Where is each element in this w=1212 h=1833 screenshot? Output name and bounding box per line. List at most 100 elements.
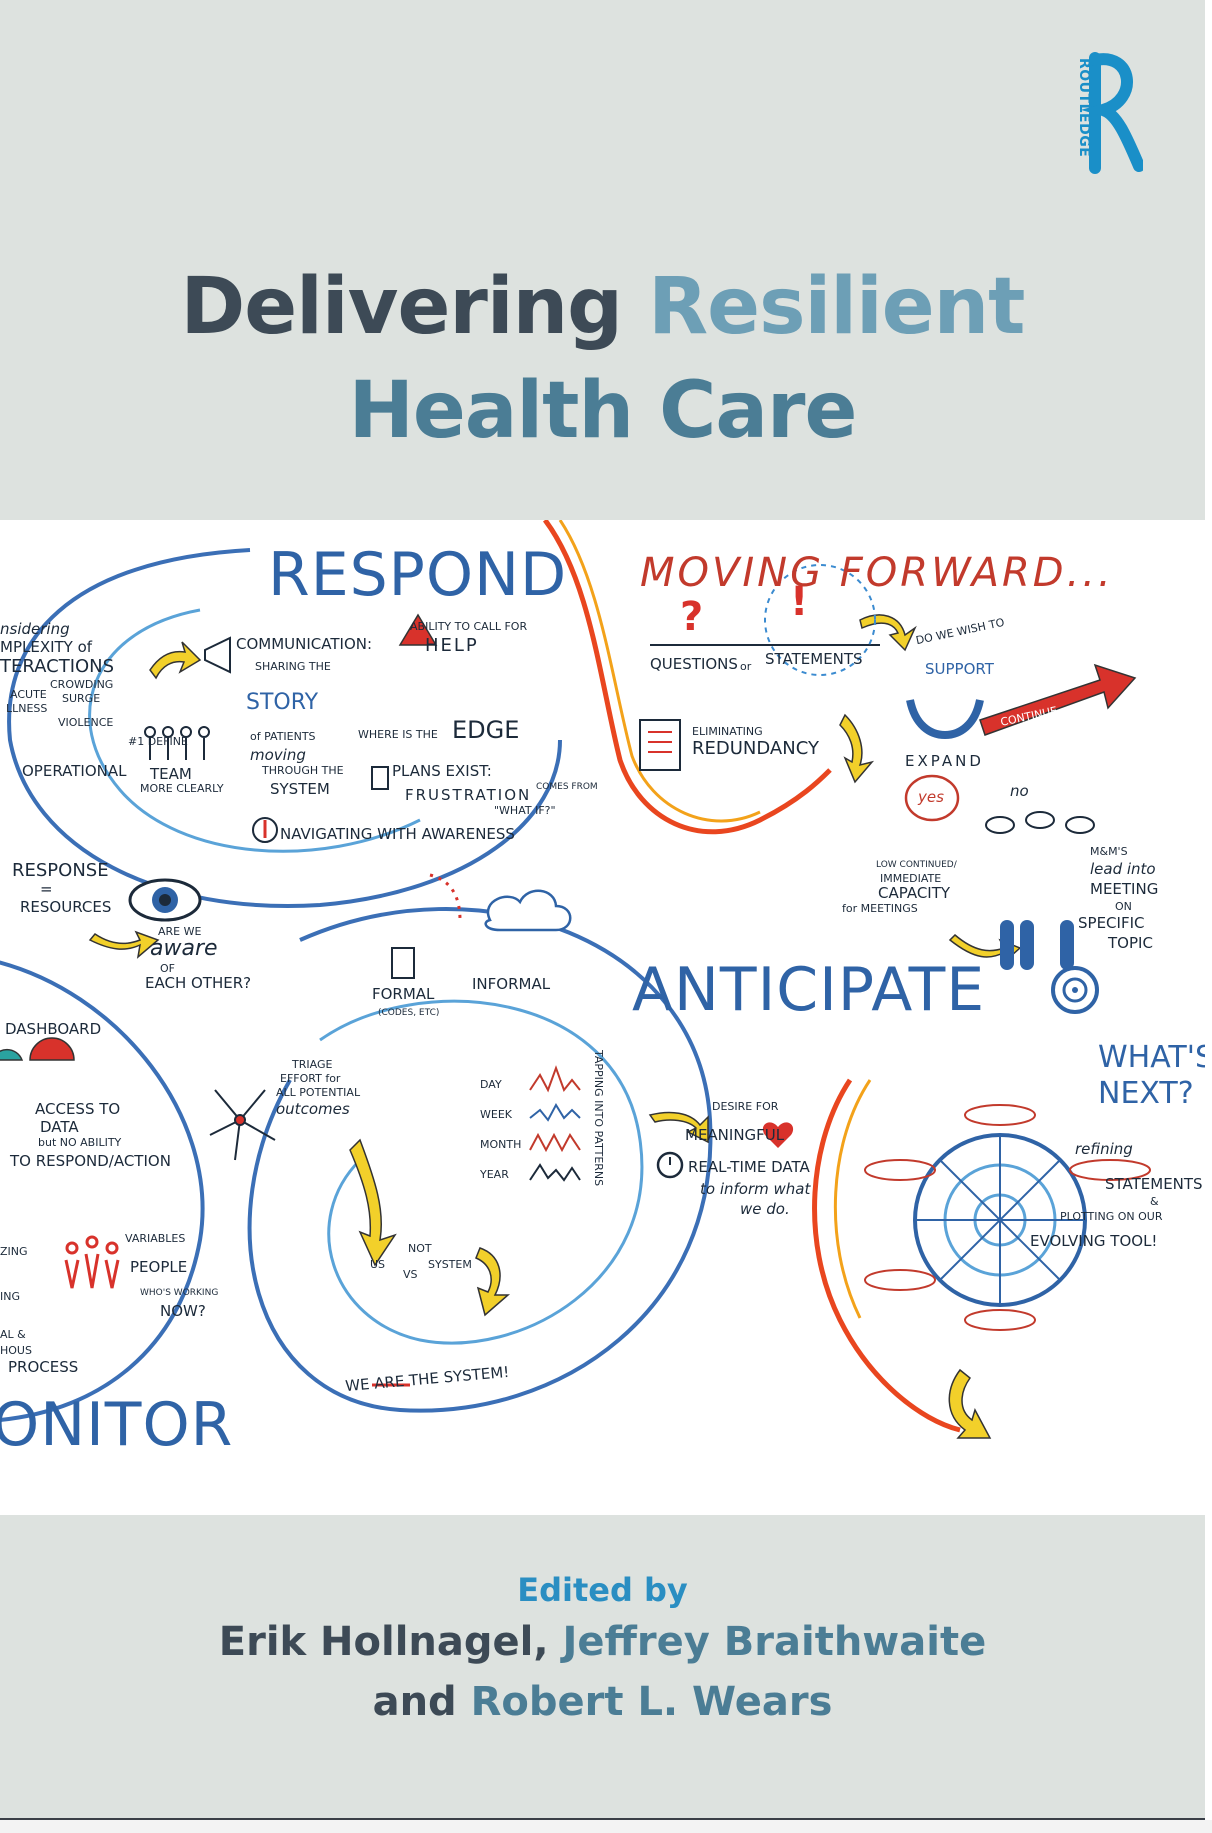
note-to-inform: to inform what xyxy=(700,1180,811,1198)
continue-arrow-icon xyxy=(979,663,1137,736)
bullseye-icon xyxy=(1051,966,1099,1014)
note-capacity: CAPACITY xyxy=(878,884,951,902)
note-no: no xyxy=(1010,782,1029,800)
note-meaningful: MEANINGFUL xyxy=(685,1126,785,1144)
scan-margin-right xyxy=(1205,0,1212,1833)
sparkline-year xyxy=(529,1163,581,1182)
note-month: MONTH xyxy=(480,1138,522,1151)
note-comes-from: COMES FROM xyxy=(536,782,598,792)
team-people-icon xyxy=(144,726,210,760)
note-whos-working: WHO'S WORKING xyxy=(140,1288,219,1298)
note-sharing: SHARING THE xyxy=(255,660,331,673)
yellow-arrow-icon xyxy=(475,1247,511,1317)
note-evolving: EVOLVING TOOL! xyxy=(1030,1232,1158,1250)
yellow-arrow-icon xyxy=(948,1368,992,1439)
variables-people-icon xyxy=(64,1235,120,1289)
support-hands-icon xyxy=(906,699,984,740)
exclamation-mark-icon: ! xyxy=(790,579,808,625)
note-redundancy: REDUNDANCY xyxy=(692,738,819,759)
meeting-people-icon xyxy=(1000,920,1074,970)
note-define: #1 DEFINE xyxy=(128,735,188,748)
note-hous: HOUS xyxy=(0,1344,32,1357)
editor-line-2: and Robert L. Wears xyxy=(0,1672,1205,1732)
note-immediate: IMMEDIATE xyxy=(880,872,942,885)
triage-arrows-icon xyxy=(209,1089,276,1161)
note-expand: EXPAND xyxy=(905,752,984,770)
note-variables: VARIABLES xyxy=(125,1232,186,1245)
note-to-respond: TO RESPOND/ACTION xyxy=(10,1152,171,1170)
note-resources: RESOURCES xyxy=(20,898,112,916)
note-triage: TRIAGE xyxy=(292,1058,333,1071)
note-topic: TOPIC xyxy=(1108,934,1153,952)
note-zing: ZING xyxy=(0,1245,28,1258)
publisher-name: ROUTLEDGE xyxy=(1076,58,1092,158)
monitor-circle xyxy=(0,960,205,1422)
sketchnote-illustration: ? ! xyxy=(0,520,1205,1515)
compass-icon xyxy=(252,817,278,843)
note-statements-2: STATEMENTS xyxy=(1105,1175,1203,1193)
clock-icon xyxy=(656,1151,684,1179)
note-effort-for: EFFORT for xyxy=(280,1072,341,1085)
note-surge: SURGE xyxy=(62,692,101,705)
note-interactions: TERACTIONS xyxy=(0,656,115,677)
note-help: HELP xyxy=(425,635,479,656)
respond-circle xyxy=(7,548,562,908)
system-inner-circle xyxy=(319,999,644,1345)
editor-name-2: Jeffrey Braithwaite xyxy=(562,1619,987,1665)
heading-whats-next: WHAT'S NEXT? xyxy=(1098,1040,1205,1111)
editors-block: Edited by Erik Hollnagel, Jeffrey Braith… xyxy=(0,1568,1205,1732)
megaphone-icon xyxy=(204,636,231,674)
note-support: SUPPORT xyxy=(925,660,994,678)
anticipate-flow-line xyxy=(812,1078,961,1433)
note-outcomes: outcomes xyxy=(276,1100,350,1118)
note-eliminating: ELIMINATING xyxy=(692,725,763,738)
note-process: PROCESS xyxy=(8,1358,79,1376)
sparkline-month xyxy=(529,1132,581,1153)
note-people: PEOPLE xyxy=(130,1258,188,1276)
forward-flow-line xyxy=(542,520,832,835)
routledge-r-profile-logo-icon xyxy=(1080,52,1143,174)
note-system-2: SYSTEM xyxy=(428,1258,472,1271)
heading-respond: RESPOND xyxy=(268,540,568,610)
document-icon xyxy=(371,766,389,790)
editor-line-1: Erik Hollnagel, Jeffrey Braithwaite xyxy=(0,1612,1205,1672)
warning-triangle-icon xyxy=(398,613,438,646)
note-through-the: THROUGH THE xyxy=(262,764,344,777)
note-response: RESPONSE xyxy=(12,860,109,881)
note-tapping: TAPPING INTO PATTERNS xyxy=(592,1050,605,1187)
yellow-arrow-icon xyxy=(88,930,160,959)
note-more-clearly: MORE CLEARLY xyxy=(140,782,224,795)
note-story: STORY xyxy=(246,690,319,715)
sparkline-day xyxy=(529,1065,581,1093)
note-equals: = xyxy=(40,880,53,898)
note-meeting: MEETING xyxy=(1090,880,1159,898)
note-of: OF xyxy=(160,962,175,975)
note-ing: ING xyxy=(0,1290,20,1303)
note-formal: FORMAL xyxy=(372,985,435,1003)
note-dashboard: DASHBOARD xyxy=(5,1020,102,1038)
note-day: DAY xyxy=(480,1078,502,1091)
note-acute: ACUTE xyxy=(10,688,47,701)
question-mark-icon: ? xyxy=(680,594,703,640)
anticipate-flow-line-2 xyxy=(833,1079,872,1319)
note-considering: nsidering xyxy=(0,620,70,638)
note-system: SYSTEM xyxy=(270,780,330,798)
note-each-other: EACH OTHER? xyxy=(145,974,252,992)
forward-flow-line-2 xyxy=(558,520,761,823)
heart-icon xyxy=(762,1122,794,1148)
note-plotting: PLOTTING ON OUR xyxy=(1060,1210,1163,1223)
yellow-arrow-icon xyxy=(149,641,202,680)
note-now: NOW? xyxy=(160,1302,206,1320)
bottom-border-strip xyxy=(0,1818,1205,1820)
note-or: or xyxy=(740,660,752,673)
note-year: YEAR xyxy=(480,1168,509,1181)
editor-name-1: Erik Hollnagel, xyxy=(218,1619,549,1665)
note-refining: refining xyxy=(1075,1140,1133,1158)
book-title: Delivering Resilient Health Care xyxy=(0,255,1205,463)
note-informal: INFORMAL xyxy=(472,975,551,993)
note-us: US xyxy=(370,1258,386,1271)
note-vs: VS xyxy=(403,1268,418,1281)
note-aware: aware xyxy=(150,936,218,961)
cloud-icon xyxy=(484,889,572,932)
